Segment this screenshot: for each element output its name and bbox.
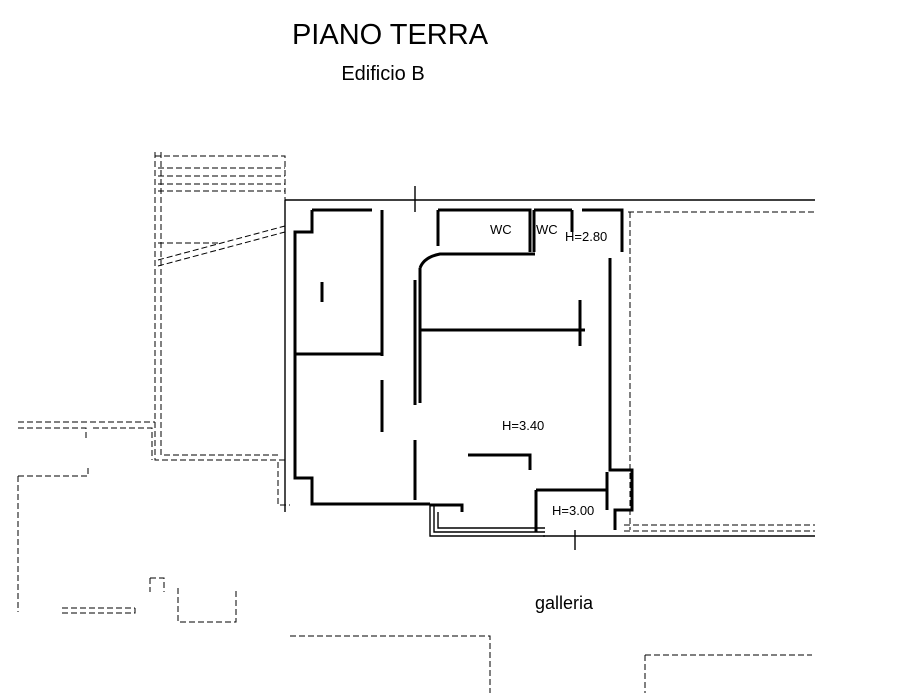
height-label-main: H=3.40 bbox=[502, 418, 544, 433]
adjacent-building-left bbox=[17, 421, 812, 693]
wc-label-1: WC bbox=[490, 222, 512, 237]
plan-title: PIANO TERRA bbox=[292, 19, 489, 51]
height-label-wc: H=2.80 bbox=[565, 229, 607, 244]
galleria-label: galleria bbox=[535, 593, 594, 613]
building-subtitle: Edificio B bbox=[341, 63, 424, 85]
interior-walls bbox=[293, 208, 634, 537]
wc-label-2: WC bbox=[536, 222, 558, 237]
staircase bbox=[154, 152, 286, 461]
adjacent-building-right bbox=[624, 199, 815, 532]
building-outline bbox=[284, 186, 815, 550]
height-label-small: H=3.00 bbox=[552, 503, 594, 518]
